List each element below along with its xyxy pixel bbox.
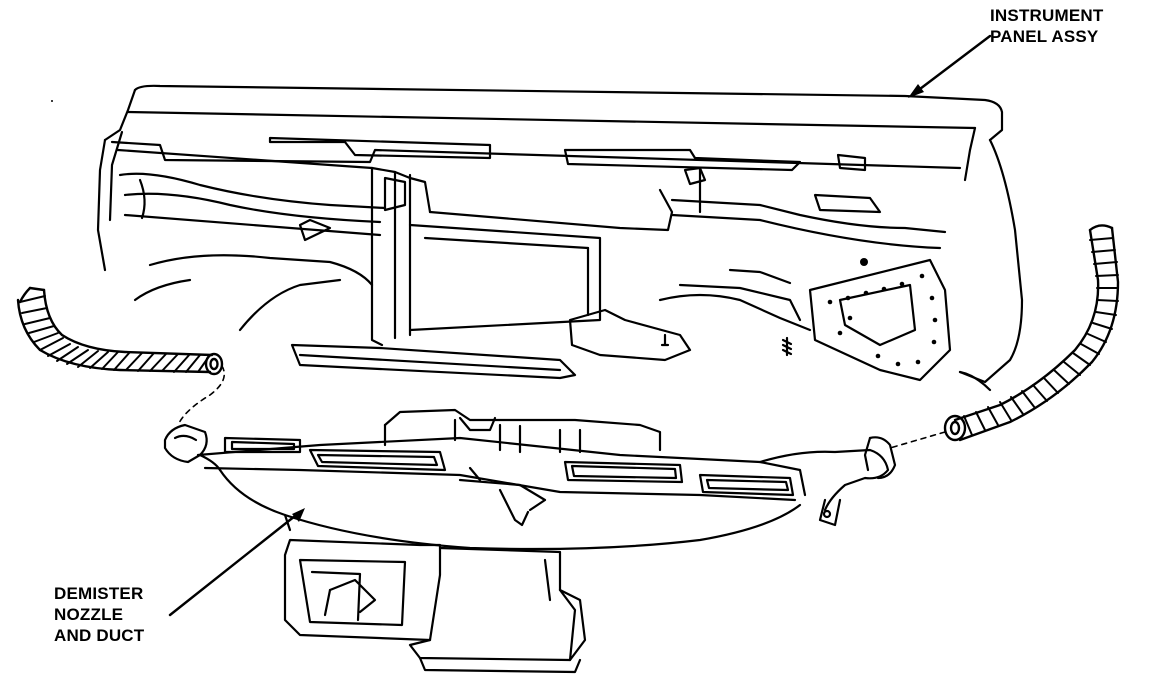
- leader-lines: [168, 34, 992, 617]
- stray-dot: [51, 100, 53, 102]
- connector-dashes: [177, 365, 946, 449]
- instrument-panel-assembly: [96, 84, 1024, 392]
- right-defroster-hose: [943, 224, 1120, 442]
- demister-nozzle-and-duct: [163, 408, 897, 674]
- bracket-holes: [827, 258, 938, 367]
- left-defroster-hose: [16, 286, 224, 376]
- leader-arrowheads: [292, 84, 924, 522]
- instrument-panel-label: INSTRUMENT PANEL ASSY: [990, 6, 1104, 46]
- demister-nozzle-label: DEMISTER NOZZLE AND DUCT: [54, 584, 145, 645]
